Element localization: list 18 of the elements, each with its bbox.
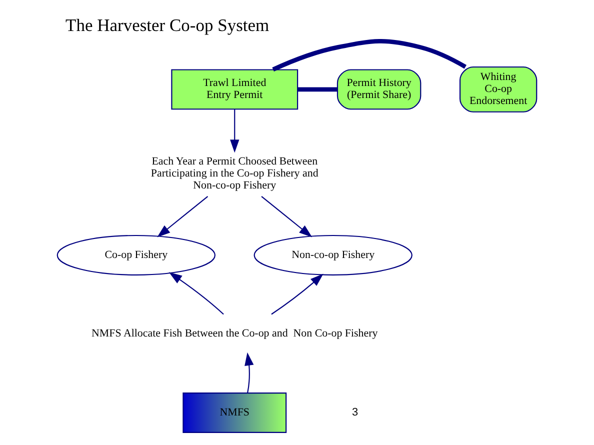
arrow	[168, 272, 224, 315]
node-box: Trawl Limited Entry Permit	[171, 69, 298, 110]
node-ellipse: Non-co-op Fishery	[254, 234, 412, 276]
node-box: NMFS	[182, 392, 287, 433]
arrow	[244, 352, 254, 394]
node-box: Permit History (Permit Share)	[336, 69, 422, 110]
connector	[298, 87, 338, 92]
diagram-title: The Harvester Co-op System	[66, 14, 270, 35]
connector	[272, 39, 467, 72]
arrow	[271, 274, 324, 315]
node-ellipse: Co-op Fishery	[56, 234, 216, 276]
node-text: Each Year a Permit Choosed Between Participating in the Co-op Fishery and Non-co-op Fishery	[150, 155, 318, 192]
arrow	[157, 196, 208, 238]
node-text: NMFS Allocate Fish Between the Co-op and Non Co-op Fishery	[92, 328, 378, 340]
node-box: Whiting Co-op Endorsement	[459, 66, 538, 112]
arrow	[230, 109, 240, 153]
label: 3	[352, 406, 358, 418]
arrow	[261, 196, 312, 238]
